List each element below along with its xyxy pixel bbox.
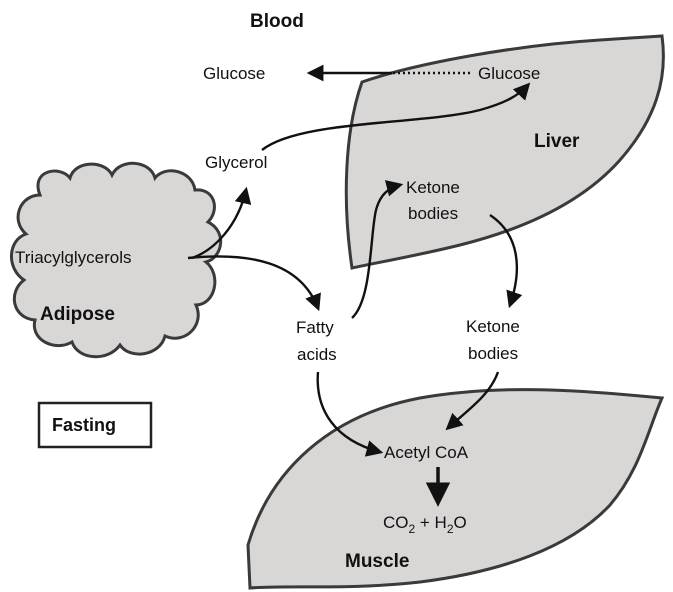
fatty-acids-label-line1: Fatty	[296, 318, 334, 337]
glucose-liver-label: Glucose	[478, 64, 540, 83]
glucose-blood-label: Glucose	[203, 64, 265, 83]
fatty-acids-label-line2: acids	[297, 345, 337, 364]
co2-text: CO	[383, 513, 409, 532]
plus-h-text: + H	[415, 513, 447, 532]
adipose-label: Adipose	[40, 304, 115, 325]
ketone-blood-label-line1: Ketone	[466, 317, 520, 336]
o-text: O	[454, 513, 467, 532]
ketone-liver-label-line2: bodies	[408, 204, 458, 223]
muscle-shape	[248, 390, 662, 588]
liver-label: Liver	[534, 131, 580, 152]
glycerol-label: Glycerol	[205, 153, 267, 172]
acetyl-coa-label: Acetyl CoA	[384, 443, 469, 462]
fasting-label: Fasting	[52, 415, 116, 435]
triacylglycerols-label: Triacylglycerols	[15, 248, 132, 267]
ketone-liver-label-line1: Ketone	[406, 178, 460, 197]
blood-label: Blood	[250, 11, 304, 32]
ketone-blood-label-line2: bodies	[468, 344, 518, 363]
muscle-label: Muscle	[345, 551, 409, 572]
